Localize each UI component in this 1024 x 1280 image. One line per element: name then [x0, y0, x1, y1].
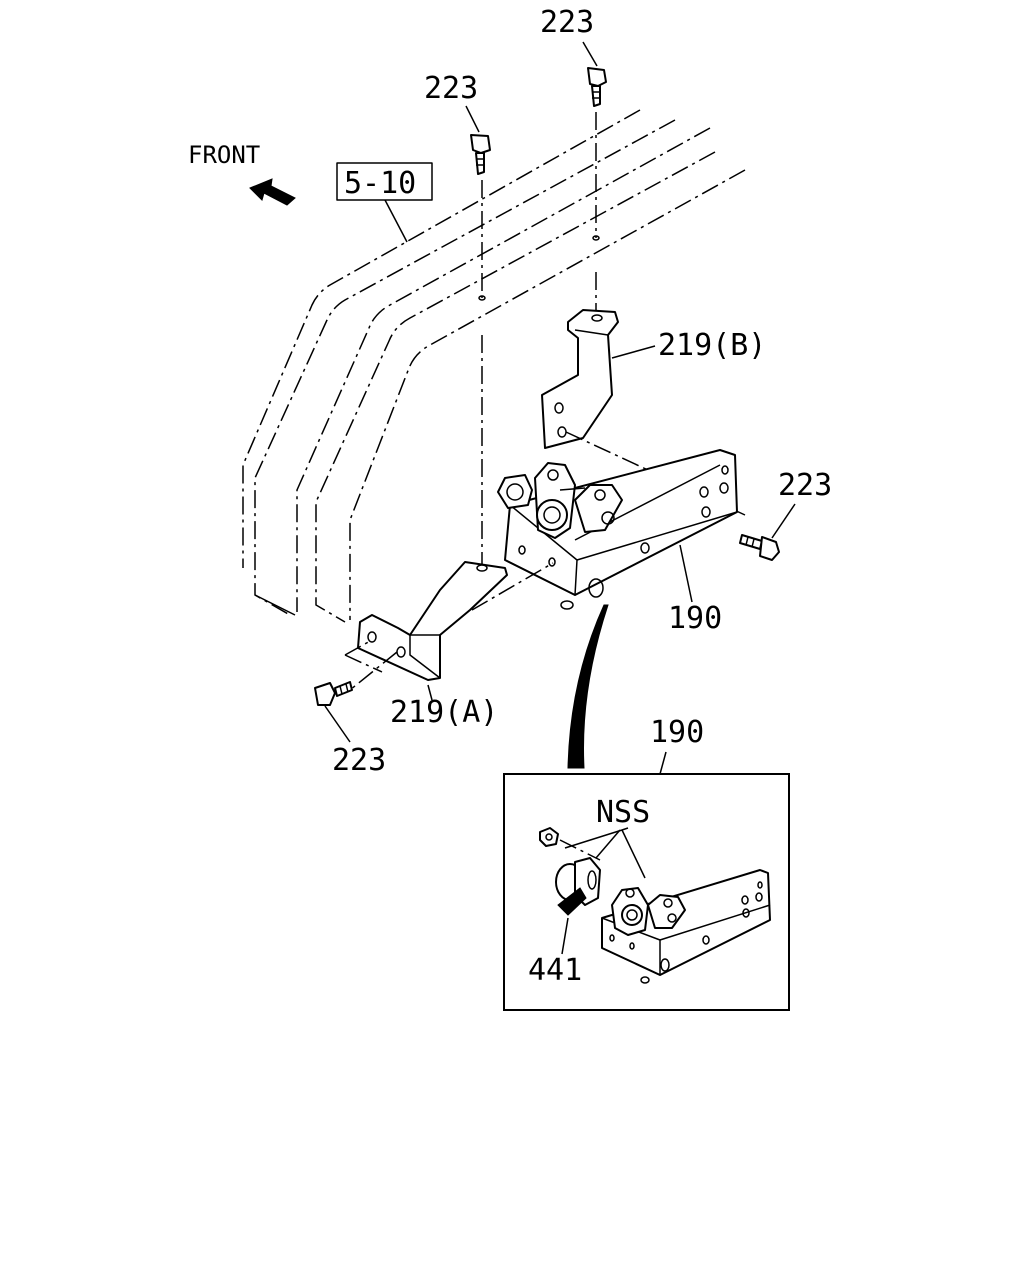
ref-box-label: 5-10: [344, 166, 416, 201]
nut[interactable]: [539, 827, 559, 847]
ref-leader: [384, 199, 408, 243]
bolt-top-right-label: 223: [540, 5, 594, 40]
bracket-b-label: 219(B): [658, 328, 766, 363]
bracket-b[interactable]: [541, 309, 619, 449]
bolt-top-right[interactable]: [587, 67, 607, 107]
assembly-190[interactable]: [497, 449, 738, 610]
leader-line: [595, 829, 621, 859]
leader-line: [679, 544, 693, 603]
bracket-a[interactable]: [357, 561, 508, 681]
part-441[interactable]: [555, 857, 601, 916]
part-441-label: 441: [528, 953, 582, 988]
bolt-bottom-left-label: 223: [332, 743, 386, 778]
detail-assembly-label: 190: [650, 715, 704, 750]
leader-line: [427, 684, 433, 701]
bolt-top-left-label: 223: [424, 71, 478, 106]
leader-line: [465, 105, 480, 133]
leader-line: [564, 827, 646, 879]
bracket-a-label: 219(A): [390, 695, 498, 730]
bolt-right[interactable]: [739, 534, 780, 561]
ref-box[interactable]: 5-10: [336, 162, 433, 201]
leader-line: [561, 917, 569, 955]
bolt-bottom-left[interactable]: [314, 681, 353, 706]
front-label: FRONT: [188, 141, 260, 169]
leader-line: [659, 751, 667, 775]
leader-line: [582, 41, 598, 67]
nss-label: NSS: [596, 795, 650, 830]
axis-line: [471, 562, 554, 611]
leader-line: [611, 345, 656, 359]
bolt-right-label: 223: [778, 468, 832, 503]
leader-line: [324, 705, 351, 743]
axis-line: [559, 839, 601, 861]
detail-assembly-190[interactable]: [601, 869, 771, 984]
callout-arrow: [567, 604, 609, 769]
front-arrow-icon: [249, 178, 296, 206]
hole: [592, 235, 600, 241]
axis-line: [344, 639, 398, 691]
hole: [478, 295, 486, 301]
assembly-190-label: 190: [668, 601, 722, 636]
leader-line: [771, 503, 796, 539]
bolt-top-left[interactable]: [470, 134, 491, 175]
chassis-frame: [242, 109, 746, 623]
